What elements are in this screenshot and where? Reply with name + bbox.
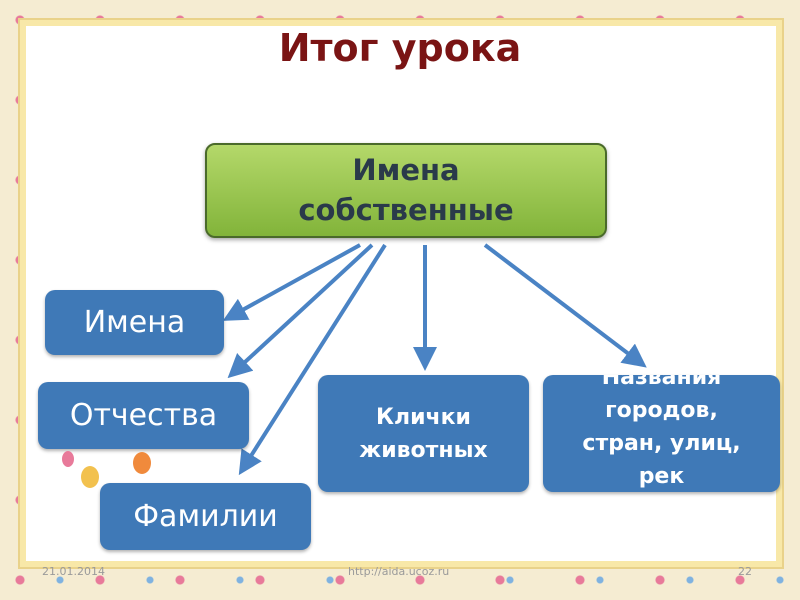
balloons-decoration xyxy=(50,445,180,505)
root-line-1: Имена xyxy=(298,151,513,190)
leaf-klichki-zhivotnykh: Клички животных xyxy=(318,375,529,492)
leaf-otchestva-label: Отчества xyxy=(70,398,217,433)
balloon-orange xyxy=(133,452,151,474)
leaf-imena: Имена xyxy=(45,290,224,355)
leaf-nazvaniya-line-4: рек xyxy=(582,460,740,492)
leaf-imena-label: Имена xyxy=(84,305,186,340)
root-node-proper-names: Имена собственные xyxy=(205,143,607,238)
arrow-to-otchestva xyxy=(232,245,372,374)
footer-date: 21.01.2014 xyxy=(42,565,105,578)
footer-page-number: 22 xyxy=(738,565,752,578)
arrow-to-nazvaniya xyxy=(485,245,642,364)
balloon-yellow xyxy=(81,466,99,488)
leaf-otchestva: Отчества xyxy=(38,382,249,449)
leaf-nazvaniya: Названия городов, стран, улиц, рек xyxy=(543,375,780,492)
leaf-klichki-line-2: животных xyxy=(359,434,487,467)
leaf-nazvaniya-line-2: городов, xyxy=(582,394,740,427)
arrow-to-imena xyxy=(228,245,360,318)
balloon-pink xyxy=(62,451,74,467)
root-line-2: собственные xyxy=(298,191,513,230)
leaf-klichki-line-1: Клички xyxy=(359,401,487,434)
leaf-nazvaniya-line-1: Названия xyxy=(582,375,740,394)
leaf-nazvaniya-line-3: стран, улиц, xyxy=(582,427,740,460)
footer-url: http://aida.ucoz.ru xyxy=(348,565,449,578)
